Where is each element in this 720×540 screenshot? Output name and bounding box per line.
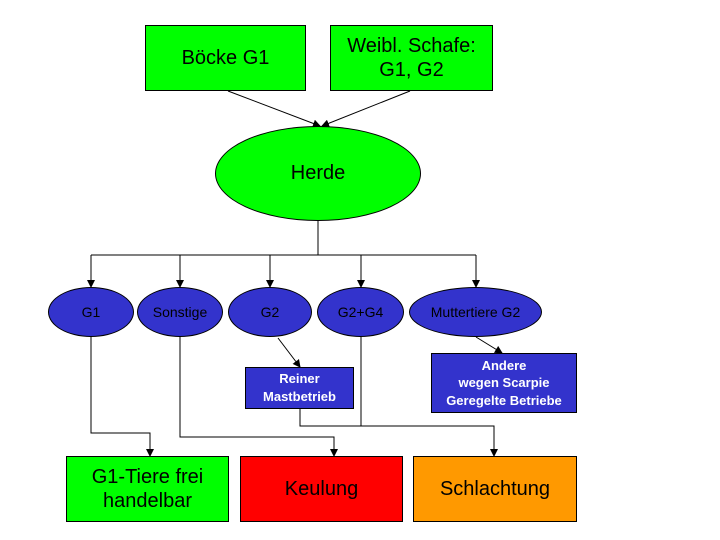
sonstige-label: Sonstige (152, 303, 208, 320)
schlachtung-label: Schlachtung (439, 478, 551, 500)
andere-box: Andere wegen Scarpie Geregelte Betriebe (431, 353, 577, 413)
line-g2-reiner (277, 337, 301, 368)
line-sonstige-keulung (179, 337, 338, 457)
line-reiner-schlachtung (299, 409, 498, 457)
reiner-mastbetrieb-box: Reiner Mastbetrieb (245, 367, 354, 409)
andere-line2: wegen Scarpie (458, 375, 550, 391)
line-boecke-herde (227, 90, 321, 128)
herde-label: Herde (290, 161, 346, 184)
herde-ellipse: Herde (215, 126, 421, 221)
keulung-label: Keulung (284, 478, 359, 500)
schlachtung-box: Schlachtung (413, 456, 577, 522)
boecke-g1-label: Böcke G1 (181, 47, 270, 69)
reiner-line1: Reiner (279, 371, 320, 387)
sonstige-ellipse: Sonstige (137, 287, 223, 337)
andere-line3: Geregelte Betriebe (446, 392, 562, 408)
weibl-schafe-line1: Weibl. Schafe: (347, 35, 476, 57)
line-g1-frei (90, 337, 154, 457)
g2g4-label: G2+G4 (337, 303, 384, 320)
muttertiere-ellipse: Muttertiere G2 (409, 287, 542, 337)
andere-line1: Andere (481, 357, 527, 373)
g2g4-ellipse: G2+G4 (317, 287, 404, 337)
line-weibl-herde (321, 90, 411, 128)
muttertiere-label: Muttertiere G2 (430, 303, 521, 320)
reiner-line2: Mastbetrieb (263, 389, 336, 404)
line-muttertiere-andere (475, 336, 503, 354)
g2-label: G2 (260, 303, 280, 320)
g1-tiere-frei-box: G1-Tiere frei handelbar (66, 456, 229, 522)
g2-ellipse: G2 (228, 287, 312, 337)
frei-line1: G1-Tiere frei (91, 466, 204, 488)
frei-line2: handelbar (103, 490, 192, 512)
boecke-g1-box: Böcke G1 (145, 25, 306, 91)
g1-label: G1 (81, 303, 101, 320)
weibl-schafe-box: Weibl. Schafe: G1, G2 (330, 25, 493, 91)
g1-ellipse: G1 (48, 287, 134, 337)
weibl-schafe-line2: G1, G2 (379, 59, 444, 81)
keulung-box: Keulung (240, 456, 403, 522)
